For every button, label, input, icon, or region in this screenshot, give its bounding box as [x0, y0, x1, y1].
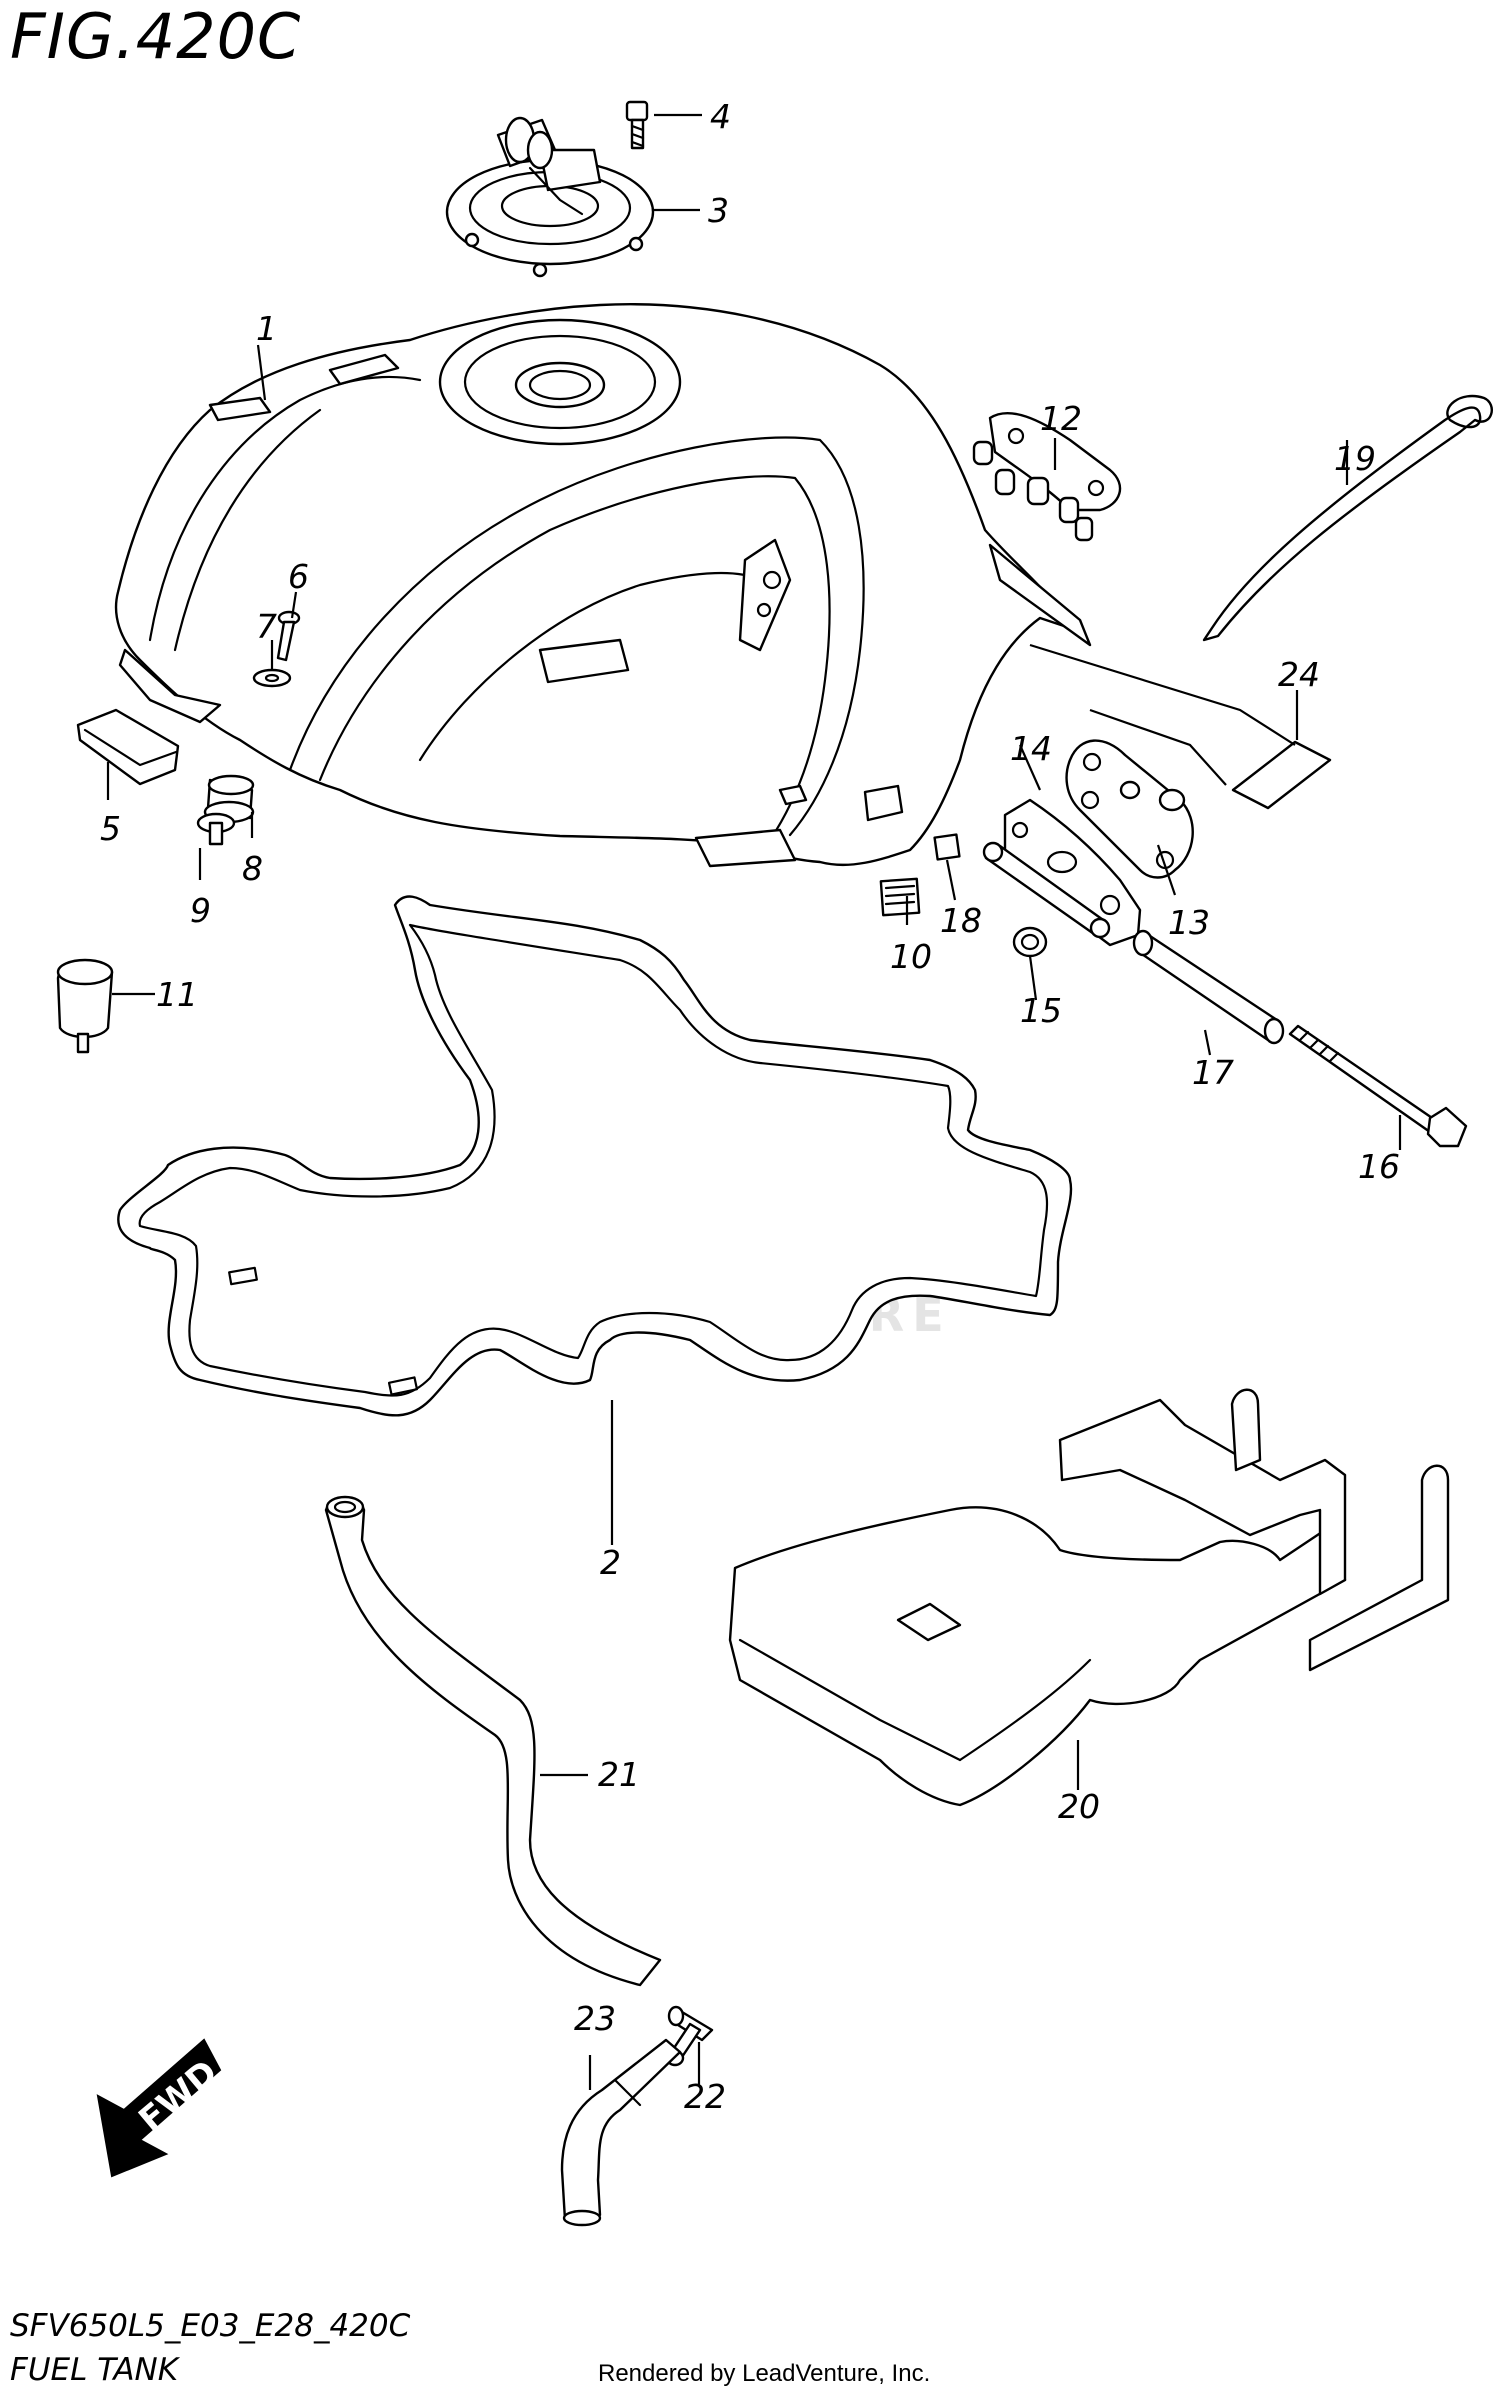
part-3-fuel-cap — [445, 116, 655, 278]
callout-22: 22 — [684, 2077, 726, 2116]
callout-21: 21 — [598, 1755, 640, 1794]
part-10-pad — [879, 877, 921, 917]
part-7-washer — [252, 668, 292, 688]
callout-5: 5 — [100, 809, 121, 848]
callout-3: 3 — [708, 191, 729, 230]
part-13-hinge-plate — [1065, 739, 1194, 879]
callout-23: 23 — [574, 1999, 616, 2038]
part-1-fuel-tank — [114, 303, 1092, 868]
callout-6: 6 — [288, 557, 309, 596]
part-9-collar — [196, 812, 236, 846]
callout-13: 13 — [1168, 903, 1210, 942]
fwd-arrow-icon: FWD — [96, 2038, 225, 2178]
part-24-pad — [1231, 740, 1332, 810]
part-20-heat-shield — [728, 1388, 1450, 1807]
callout-24: 24 — [1278, 655, 1320, 694]
diagram-description: FUEL TANK — [10, 2352, 179, 2388]
part-14-hinge-bracket — [982, 798, 1142, 947]
callout-16: 16 — [1358, 1147, 1400, 1186]
callout-14: 14 — [1010, 729, 1052, 768]
part-17-collar — [1132, 929, 1285, 1045]
callout-20: 20 — [1058, 1787, 1100, 1826]
figure-title: FIG.420C — [10, 0, 302, 73]
callout-2: 2 — [600, 1543, 621, 1582]
callout-7: 7 — [256, 607, 277, 646]
part-15-clip — [1012, 926, 1048, 958]
callout-labels: 4 3 1 6 7 5 8 9 11 12 14 13 10 18 15 17 … — [100, 97, 1400, 2116]
callout-10: 10 — [890, 937, 932, 976]
callout-15: 15 — [1020, 991, 1062, 1030]
part-22-joint — [665, 2005, 714, 2067]
part-6-screw — [276, 610, 301, 662]
part-18-cushion — [933, 833, 961, 861]
part-5-damper — [76, 708, 180, 786]
callout-8: 8 — [242, 849, 263, 888]
leader-lines — [106, 113, 1402, 2090]
callout-4: 4 — [710, 97, 731, 136]
callout-12: 12 — [1040, 399, 1082, 438]
part-19-prop-rod — [1202, 394, 1493, 642]
callout-18: 18 — [940, 901, 982, 940]
diagram-code: SFV650L5_E03_E28_420C — [10, 2308, 411, 2344]
callout-19: 19 — [1334, 439, 1376, 478]
part-21-breather-hose — [324, 1495, 662, 1987]
callout-9: 9 — [190, 891, 211, 930]
part-16-bolt — [1288, 1024, 1468, 1148]
part-2-seal-strip — [117, 895, 1073, 1417]
callout-17: 17 — [1192, 1053, 1234, 1092]
part-23-hose — [560, 2038, 682, 2227]
render-credit: Rendered by LeadVenture, Inc. — [598, 2360, 931, 2387]
part-4-bolt — [625, 100, 649, 150]
callout-1: 1 — [256, 309, 277, 348]
part-11-cushion — [56, 958, 114, 1054]
callout-11: 11 — [156, 975, 198, 1014]
